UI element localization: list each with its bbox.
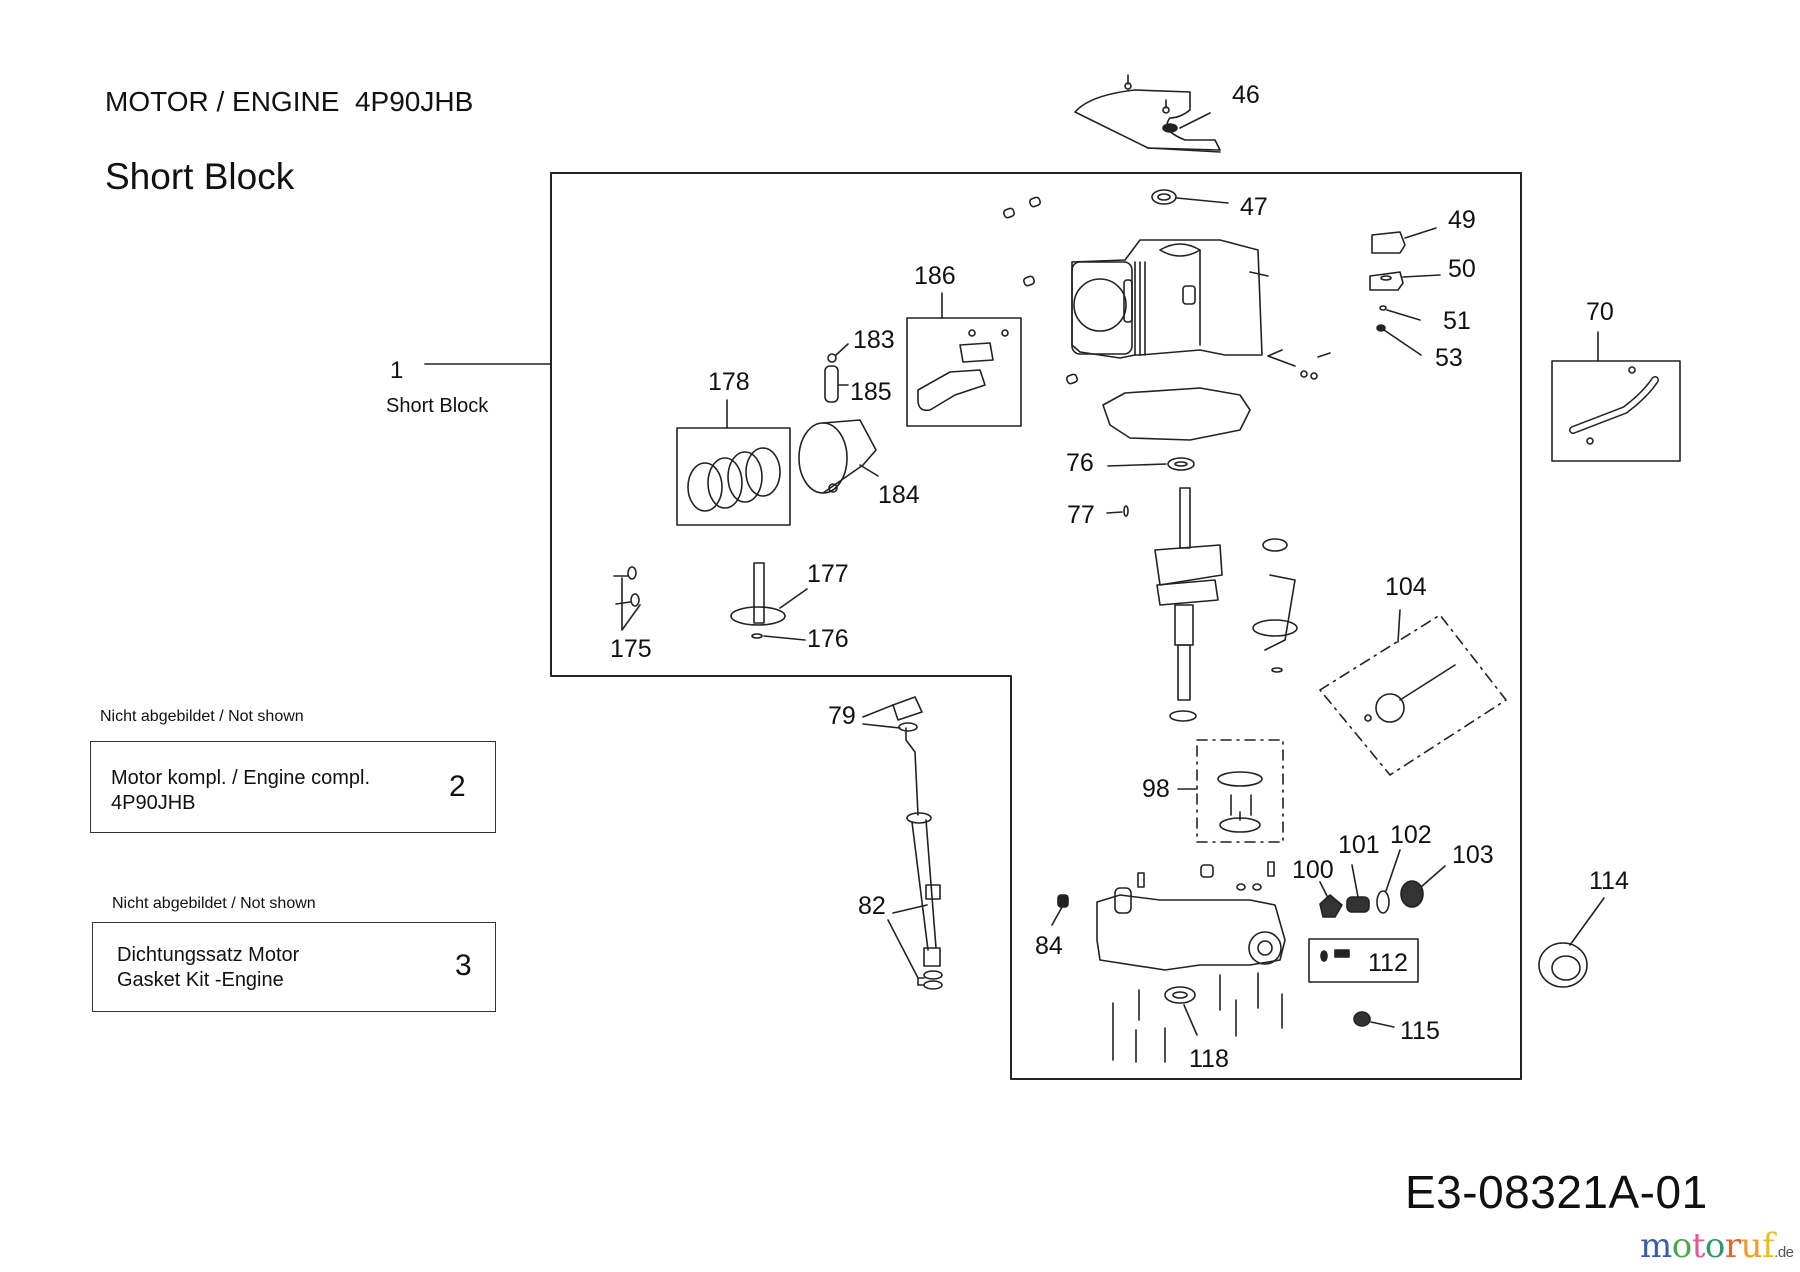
short-block-boundary	[550, 172, 1522, 1080]
nut-115-drawing	[1353, 1011, 1395, 1028]
callout-100[interactable]: 100	[1292, 856, 1334, 884]
callout-51[interactable]: 51	[1443, 307, 1471, 335]
washer-51-drawing	[1379, 305, 1421, 321]
callout-103[interactable]: 103	[1452, 841, 1494, 869]
gasket-kit-line1: Dichtungssatz Motor	[117, 944, 300, 966]
balancer-drawing	[1252, 538, 1298, 673]
callout-47[interactable]: 47	[1240, 193, 1268, 221]
callout-115[interactable]: 115	[1400, 1017, 1440, 1045]
key-77-drawing	[1106, 505, 1129, 517]
callout-177[interactable]: 177	[807, 560, 849, 588]
plug-84-drawing	[1051, 894, 1069, 926]
drain-plug-kit-box	[1308, 938, 1419, 983]
piston-ring-set-box	[676, 399, 791, 526]
callout-118[interactable]: 118	[1189, 1045, 1229, 1073]
shroud-cover-drawing	[1074, 74, 1221, 153]
callout-79[interactable]: 79	[828, 702, 856, 730]
oil-pump-kit-box	[1177, 739, 1284, 843]
callout-50[interactable]: 50	[1448, 255, 1476, 283]
bolts-drawing	[1112, 972, 1283, 1063]
cylinder-gasket-drawing	[1102, 387, 1251, 441]
assembly-number[interactable]: 1	[390, 357, 404, 384]
callout-102[interactable]: 102	[1390, 821, 1432, 849]
tappets-drawing	[613, 566, 641, 631]
callout-84[interactable]: 84	[1035, 932, 1063, 960]
gasket-kit-box[interactable]: Dichtungssatz Motor Gasket Kit -Engine 3	[92, 922, 496, 1012]
oring-102-drawing	[1376, 849, 1401, 914]
callout-112[interactable]: 112	[1368, 949, 1408, 977]
callout-186[interactable]: 186	[914, 262, 956, 290]
document-code: E3-08321A-01	[1405, 1166, 1708, 1218]
callout-178[interactable]: 178	[708, 368, 750, 396]
brand-letter: r	[1724, 1226, 1741, 1266]
brand-logo[interactable]: motoruf.de	[1640, 1226, 1794, 1266]
washer-176-drawing	[751, 633, 806, 641]
seal-53-drawing	[1376, 324, 1422, 356]
callout-82[interactable]: 82	[858, 892, 886, 920]
link-rod-drawing	[1267, 349, 1331, 380]
engine-complete-line1: Motor kompl. / Engine compl.	[111, 767, 370, 789]
callout-175[interactable]: 175	[610, 635, 652, 663]
callout-98[interactable]: 98	[1142, 775, 1170, 803]
dowel-pins-drawing	[1002, 196, 1079, 385]
gasket-kit-line2: Gasket Kit -Engine	[117, 969, 284, 991]
engine-complete-number: 2	[449, 770, 466, 803]
callout-46[interactable]: 46	[1232, 81, 1260, 109]
callout-70[interactable]: 70	[1586, 298, 1614, 326]
crankshaft-drawing	[1154, 487, 1223, 722]
brand-letter: m	[1640, 1226, 1672, 1266]
callout-49[interactable]: 49	[1448, 206, 1476, 234]
callout-53[interactable]: 53	[1435, 344, 1463, 372]
connecting-rod-kit-box	[906, 292, 1022, 427]
oil-seal-118-drawing	[1164, 986, 1198, 1036]
gasket-kit-number: 3	[455, 949, 472, 982]
engine-complete-box[interactable]: Motor kompl. / Engine compl. 4P90JHB 2	[90, 741, 496, 833]
brand-letter: t	[1691, 1226, 1706, 1266]
dipstick-drawing	[862, 696, 943, 990]
callout-184[interactable]: 184	[878, 481, 920, 509]
oil-seal-47-drawing	[1151, 189, 1229, 205]
filter-100-drawing	[1319, 881, 1343, 918]
engine-complete-line2: 4P90JHB	[111, 792, 196, 814]
assembly-label: Short Block	[386, 395, 489, 417]
diagram-subtitle: Short Block	[105, 156, 295, 197]
callout-104[interactable]: 104	[1385, 573, 1427, 601]
brand-letter: u	[1740, 1226, 1763, 1266]
governor-kit-box	[1319, 609, 1507, 776]
not-shown-caption: Nicht abgebildet / Not shown	[100, 708, 304, 725]
crankcase-cover-drawing	[1096, 861, 1286, 971]
piston-drawing	[798, 419, 879, 494]
brand-tld: .de	[1774, 1244, 1794, 1261]
cylinder-block-drawing	[1071, 239, 1269, 359]
brand-letter: o	[1671, 1226, 1692, 1266]
oil-seal-76-drawing	[1107, 457, 1195, 471]
brand-letter: o	[1704, 1226, 1725, 1266]
callout-183[interactable]: 183	[853, 326, 895, 354]
callout-101[interactable]: 101	[1338, 831, 1380, 859]
callout-76[interactable]: 76	[1066, 449, 1094, 477]
piston-pin-drawing	[824, 343, 849, 403]
diagram-title: MOTOR / ENGINE 4P90JHB	[105, 86, 474, 117]
brand-letter: f	[1762, 1226, 1775, 1266]
callout-185[interactable]: 185	[850, 378, 892, 406]
camshaft-drawing	[730, 562, 808, 626]
plate-50-drawing	[1369, 271, 1441, 291]
callout-77[interactable]: 77	[1067, 501, 1095, 529]
gasket-49-drawing	[1371, 227, 1437, 254]
cap-103-drawing	[1400, 865, 1446, 908]
spring-101-drawing	[1346, 864, 1370, 913]
oil-seal-114-drawing	[1538, 897, 1605, 988]
breather-hose-box	[1551, 331, 1681, 462]
not-shown-caption: Nicht abgebildet / Not shown	[112, 895, 316, 912]
callout-176[interactable]: 176	[807, 625, 849, 653]
callout-114[interactable]: 114	[1589, 867, 1629, 895]
